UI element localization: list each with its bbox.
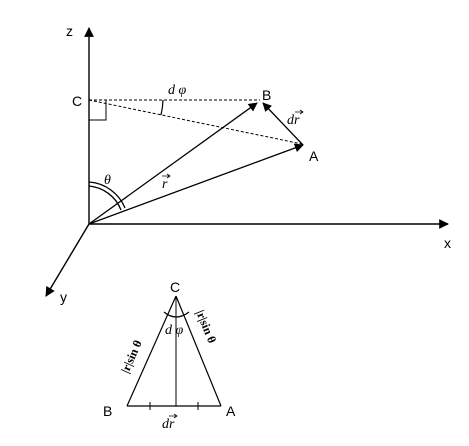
y-axis-label: y: [60, 289, 67, 305]
r-vector-label: r: [162, 177, 168, 192]
dr-vector-label: dr: [287, 113, 300, 128]
r-vector-overarrow: [162, 173, 171, 179]
isosceles-triangle: [126, 295, 222, 410]
triangle-right-label: A: [226, 403, 236, 419]
triangle-apex-label: C: [170, 279, 180, 295]
vector-r: [88, 143, 304, 225]
triangle-base-overarrow: [169, 413, 178, 419]
triangle-base-label: dr: [162, 417, 175, 432]
vector-to-B: [88, 102, 258, 225]
point-A-label: A: [309, 148, 319, 164]
triangle-angle-label: d φ: [165, 323, 184, 338]
triangle-left-side-label: |r|sin θ: [118, 338, 145, 375]
dphi-arc: [160, 99, 164, 116]
point-C-label: C: [72, 93, 82, 109]
theta-label: θ: [104, 173, 111, 188]
vector-dr: [262, 102, 304, 146]
right-angle-marker: [89, 100, 107, 121]
dphi-label: d φ: [168, 83, 187, 98]
dr-vector-overarrow: [295, 109, 304, 115]
x-axis-label: x: [444, 235, 451, 251]
triangle-side-CA: [175, 295, 222, 407]
z-axis-label: z: [66, 23, 73, 39]
line-C-A: [88, 99, 303, 145]
theta-arc: [88, 181, 126, 211]
triangle-right-side-label: |r|sin θ: [193, 308, 219, 345]
point-B-label: B: [262, 87, 271, 103]
dashed-lines: [88, 99, 303, 145]
triangle-left-label: B: [103, 403, 112, 419]
triangle-apex-arc: [163, 311, 190, 318]
y-axis: [45, 223, 90, 297]
coordinate-axes: [45, 27, 449, 297]
